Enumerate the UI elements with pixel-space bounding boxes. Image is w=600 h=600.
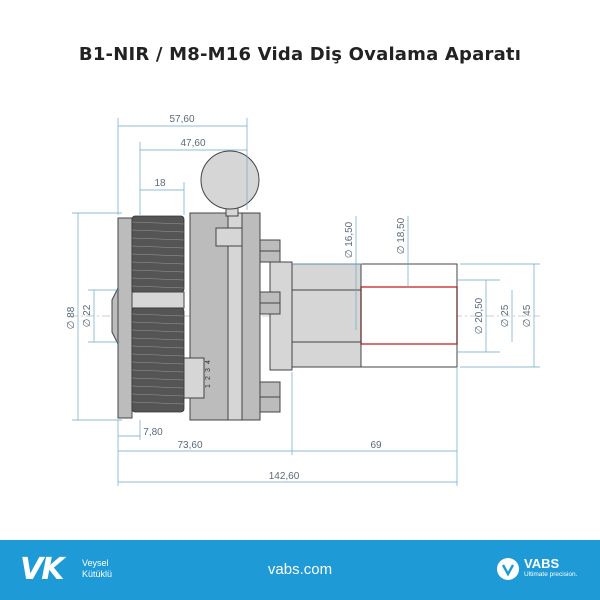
bolt-bottom (259, 381, 281, 413)
scale-mark-1: 1 (205, 384, 212, 388)
roller-gap (131, 291, 185, 309)
dim-lines-bottom (117, 368, 458, 486)
dim-lines-left (72, 212, 122, 421)
footer-bar: VK Veysel Kütüklü vabs.com VABS Ultimate… (0, 540, 600, 600)
handle-knob (200, 150, 260, 210)
brand-line-2: Kütüklü (82, 569, 113, 579)
dim-47-60: 47,60 (180, 138, 205, 149)
vk-brand-name: Veysel Kütüklü (82, 558, 112, 580)
dim-dia-25: ∅ 25 (500, 304, 511, 327)
dim-73-60: 73,60 (177, 440, 202, 451)
vabs-tagline: Ultimate precision. (524, 571, 578, 578)
vk-logo[interactable]: VK (20, 552, 64, 587)
roller-plate (117, 217, 133, 419)
roller-tip (111, 287, 119, 345)
dim-dia-22: ∅ 22 (82, 304, 93, 327)
shank-end (360, 263, 458, 368)
dim-dia-16-50: ∅ 16,50 (344, 221, 355, 258)
bolt-top (259, 239, 281, 263)
dim-142-60: 142,60 (269, 471, 300, 482)
shank-outer (291, 263, 362, 368)
scale-mark-3: 3 (205, 368, 212, 372)
dim-dia-20-50: ∅ 20,50 (474, 297, 485, 334)
vabs-logo-icon (497, 558, 519, 580)
website-link[interactable]: vabs.com (267, 561, 333, 578)
vabs-brand[interactable]: VABS (524, 556, 560, 571)
flange (269, 261, 293, 371)
scale-mark-2: 2 (205, 376, 212, 380)
bolt-middle (259, 291, 281, 315)
dim-7-80: 7,80 (143, 427, 163, 438)
dim-lines-top (117, 118, 248, 215)
dim-dia-45: ∅ 45 (522, 304, 533, 327)
dim-dia-18-50: ∅ 18,50 (396, 217, 407, 254)
clamp-block (215, 227, 243, 247)
roller-threads (131, 221, 185, 405)
dim-lines-shank (292, 216, 540, 368)
brand-line-1: Veysel (82, 558, 109, 568)
technical-drawing: 1 2 3 4 57,60 47,60 18 7,80 73,60 69 142… (66, 114, 540, 486)
dim-57-60: 57,60 (169, 114, 194, 125)
dim-18: 18 (154, 178, 166, 189)
page-title: B1-NIR / M8-M16 Vida Diş Ovalama Aparatı (78, 44, 522, 65)
dim-dia-88: ∅ 88 (66, 306, 77, 329)
scale-mark-4: 4 (205, 360, 212, 364)
scale-plate (183, 357, 205, 399)
shank-bore (360, 286, 458, 345)
dim-69: 69 (370, 440, 382, 451)
